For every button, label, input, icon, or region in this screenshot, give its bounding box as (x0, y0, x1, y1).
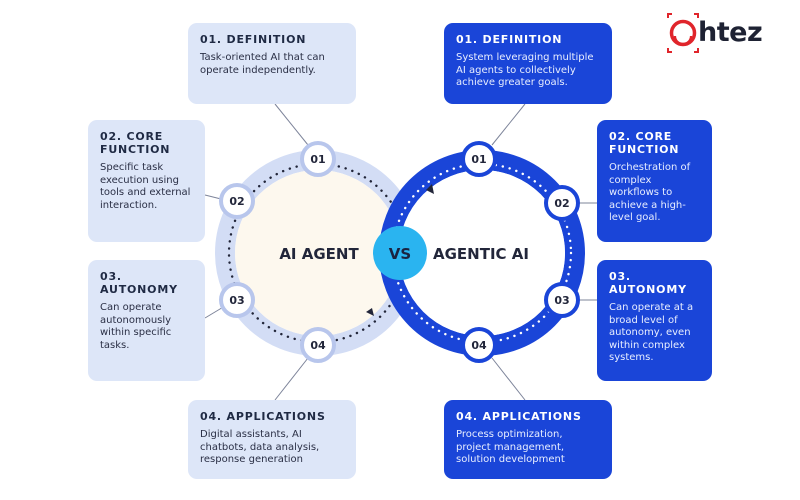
left-card-core-function-title: 02. CORE FUNCTION (100, 130, 171, 156)
right-connector-01 (491, 103, 526, 146)
left-center-circle (235, 170, 401, 336)
right-card-definition-body: System leveraging multiple AI agents to … (456, 52, 594, 88)
right-connector-04 (491, 357, 526, 401)
right-card-core-function: 02. CORE FUNCTION Orchestration of compl… (597, 120, 712, 242)
vs-label: VS (389, 245, 411, 263)
left-connectors (204, 103, 309, 401)
agentic-ai-label: AGENTIC AI (433, 245, 529, 263)
right-node-04 (461, 327, 497, 363)
left-card-core-function-body: Specific task execution using tools and … (100, 162, 191, 211)
right-card-definition: 01. DEFINITION System leveraging multipl… (444, 23, 612, 104)
left-node-01 (300, 141, 336, 177)
right-node-label-02: 02 (554, 197, 569, 210)
left-connector-01 (274, 103, 309, 146)
left-node-03 (219, 282, 255, 318)
left-node-label-03: 03 (229, 294, 244, 307)
left-node-label-01: 01 (310, 153, 325, 166)
right-connectors (491, 103, 597, 401)
right-card-applications-title: 04. APPLICATIONS (456, 410, 582, 423)
right-card-applications-body: Process optimization, project management… (456, 429, 565, 465)
logo-text: htez (698, 17, 763, 48)
right-node-label-04: 04 (471, 339, 487, 352)
left-card-core-function: 02. CORE FUNCTION Specific task executio… (88, 120, 205, 242)
left-node-label-02: 02 (229, 195, 244, 208)
left-card-autonomy-body: Can operate autonomously within specific… (100, 302, 172, 351)
right-card-definition-title: 01. DEFINITION (456, 33, 563, 46)
right-node-01 (461, 141, 497, 177)
vs-circle (373, 226, 427, 280)
left-node-02 (219, 183, 255, 219)
right-card-core-function-body: Orchestration of complex workflows to ac… (609, 162, 691, 223)
left-orbit-arrow (366, 308, 374, 316)
right-nodes (461, 141, 580, 363)
right-center-circle (399, 170, 565, 336)
right-node-label-03: 03 (554, 294, 569, 307)
left-card-autonomy: 03. AUTONOMY Can operate autonomously wi… (88, 260, 205, 381)
left-card-definition-title: 01. DEFINITION (200, 33, 307, 46)
left-card-definition-body: Task-oriented AI that can operate indepe… (200, 52, 325, 76)
right-node-label-01: 01 (471, 153, 486, 166)
left-card-definition: 01. DEFINITION Task-oriented AI that can… (188, 23, 356, 104)
htez-logo-icon (667, 13, 699, 53)
right-card-applications: 04. APPLICATIONS Process optimization, p… (444, 400, 612, 479)
right-card-autonomy-title: 03. AUTONOMY (609, 270, 687, 296)
left-node-label-04: 04 (310, 339, 326, 352)
right-card-core-function-title: 02. CORE FUNCTION (609, 130, 680, 156)
right-node-02 (544, 185, 580, 221)
left-card-applications-title: 04. APPLICATIONS (200, 410, 326, 423)
right-orbit-arrow (426, 184, 434, 194)
right-card-autonomy-body: Can operate at a broad level of autonomy… (609, 302, 694, 363)
left-card-applications: 04. APPLICATIONS Digital assistants, AI … (188, 400, 356, 479)
right-node-03 (544, 282, 580, 318)
right-card-autonomy: 03. AUTONOMY Can operate at a broad leve… (597, 260, 712, 381)
left-connector-04 (274, 357, 309, 401)
ai-agent-label: AI AGENT (279, 245, 359, 263)
left-nodes (219, 141, 336, 363)
left-card-applications-body: Digital assistants, AI chatbots, data an… (200, 429, 320, 465)
left-card-autonomy-title: 03. AUTONOMY (100, 270, 178, 296)
left-node-04 (300, 327, 336, 363)
